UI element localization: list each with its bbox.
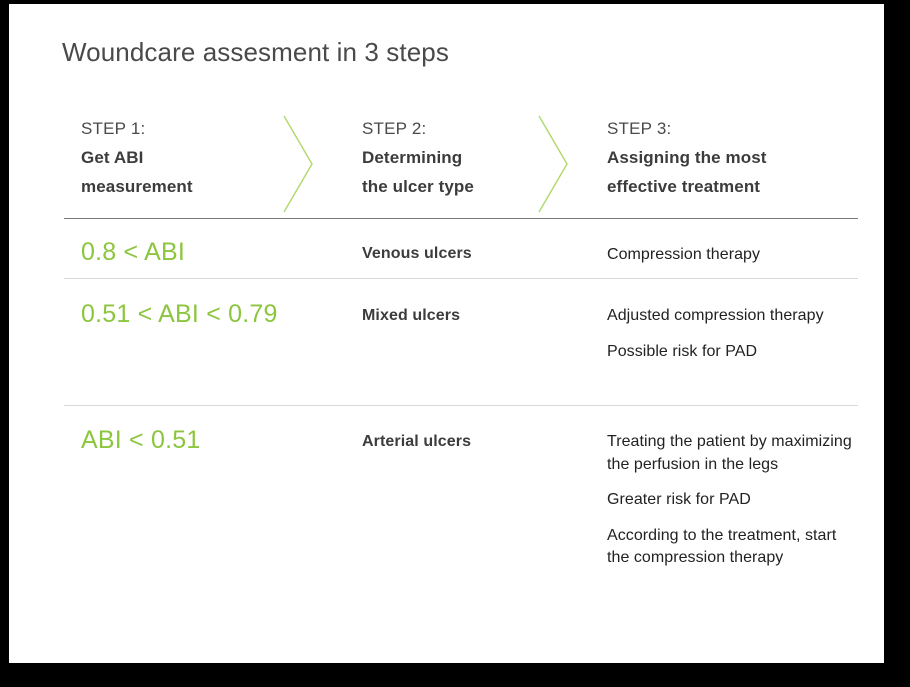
table-header-step-1: STEP 1: Get ABI measurement — [81, 114, 311, 201]
row-1-treatments: Compression therapy — [607, 244, 857, 267]
step-1-title-line-1: Get ABI — [81, 148, 144, 167]
row-1-ulcer-type: Venous ulcers — [362, 245, 587, 263]
table-header-step-2: STEP 2: Determining the ulcer type — [362, 114, 587, 201]
row-1-ulcer-type-label: Venous ulcers — [362, 245, 472, 262]
step-1-eyebrow: STEP 1: — [81, 119, 146, 138]
row-divider-1 — [64, 278, 858, 279]
row-3-treatment-list: Treating the patient by maximizing the p… — [607, 431, 857, 570]
row-1-abi-value: 0.8 < ABI — [81, 238, 185, 266]
table-row: 0.8 < ABI Venous ulcers Compression ther… — [64, 218, 858, 278]
row-3-treatments: Treating the patient by maximizing the p… — [607, 431, 857, 570]
row-3-ulcer-type: Arterial ulcers — [362, 433, 587, 451]
step-3-title-line-1: Assigning the most — [607, 148, 767, 167]
row-2-ulcer-type: Mixed ulcers — [362, 307, 587, 325]
content-card: Woundcare assesment in 3 steps STEP 1: G… — [9, 4, 884, 663]
woundcare-steps-table: STEP 1: Get ABI measurement STEP 2: Dete… — [64, 114, 858, 628]
row-3-abi-value: ABI < 0.51 — [81, 426, 201, 454]
row-3-ulcer-type-label: Arterial ulcers — [362, 433, 472, 450]
row-2-ulcer-type-label: Mixed ulcers — [362, 307, 461, 324]
step-1-title-line-2: measurement — [81, 177, 193, 196]
row-1-treatment-list: Compression therapy — [607, 244, 857, 267]
table-row: ABI < 0.51 Arterial ulcers Treating the … — [64, 406, 858, 628]
step-3-title-line-2: effective treatment — [607, 177, 761, 196]
list-item: According to the treatment, start the co… — [607, 526, 837, 567]
page-title: Woundcare assesment in 3 steps — [62, 37, 449, 67]
row-2-treatments: Adjusted compression therapy Possible ri… — [607, 305, 857, 363]
list-item: Possible risk for PAD — [607, 342, 758, 360]
list-item: Adjusted compression therapy — [607, 307, 824, 324]
table-header-row: STEP 1: Get ABI measurement STEP 2: Dete… — [64, 114, 858, 218]
row-2-abi-value: 0.51 < ABI < 0.79 — [81, 300, 278, 328]
step-2-title-line-1: Determining — [362, 148, 463, 167]
table-header-step-3: STEP 3: Assigning the most effective tre… — [607, 114, 857, 201]
list-item: Greater risk for PAD — [607, 491, 751, 508]
list-item: Treating the patient by maximizing the p… — [607, 433, 852, 473]
step-2-title-line-2: the ulcer type — [362, 177, 474, 196]
row-2-abi-range: 0.51 < ABI < 0.79 — [81, 300, 311, 329]
row-1-abi-range: 0.8 < ABI — [81, 238, 311, 267]
table-row: 0.51 < ABI < 0.79 Mixed ulcers Adjusted … — [64, 279, 858, 405]
row-3-abi-range: ABI < 0.51 — [81, 426, 311, 455]
row-2-treatment-list: Adjusted compression therapy Possible ri… — [607, 305, 857, 363]
step-3-eyebrow: STEP 3: — [607, 119, 672, 138]
row-divider-2 — [64, 405, 858, 406]
step-2-eyebrow: STEP 2: — [362, 119, 427, 138]
list-item: Compression therapy — [607, 246, 761, 263]
header-divider — [64, 218, 858, 219]
